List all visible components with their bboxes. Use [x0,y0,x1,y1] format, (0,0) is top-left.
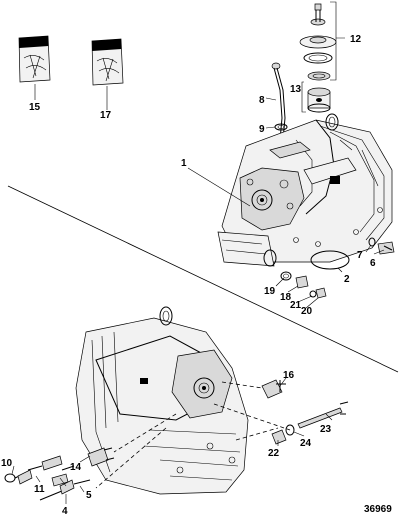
callout-13-bracket [301,81,306,113]
callout-6: 6 [370,258,376,269]
callout-11: 11 [34,484,45,495]
fitting-22 [271,429,287,445]
callout-14: 14 [70,462,82,473]
install-lines [95,381,291,489]
callout-18: 18 [280,292,292,303]
callout-21: 21 [290,300,302,311]
sealant-pouch-17 [91,38,124,86]
leader-lines [11,84,385,504]
sensor-fitting-6 [377,241,395,255]
callout-4: 4 [62,506,68,517]
callout-24: 24 [300,438,312,449]
callout-9: 9 [259,124,265,135]
callout-10: 10 [1,458,13,469]
washer-7 [368,237,376,247]
callout-16: 16 [283,370,295,381]
callout-15: 15 [29,102,41,113]
callout-7: 7 [357,250,363,261]
sensor-16 [261,379,286,399]
sealant-pouch-15 [18,35,51,83]
fitting-group-18-21 [280,271,327,299]
section-divider-line [7,185,399,373]
callout-1: 1 [181,158,187,169]
callout-17: 17 [100,110,112,121]
callout-19: 19 [264,286,276,297]
probe-23 [297,401,349,429]
transmission-lower [75,306,249,495]
figure-number: 36969 [364,504,392,515]
callout-12: 12 [350,34,362,45]
washer-24 [285,424,295,436]
callout-2: 2 [344,274,350,285]
sensor-14 [87,447,115,467]
callout-20: 20 [301,306,313,317]
cable-assembly [4,455,91,501]
callout-13: 13 [290,84,302,95]
breather-stack [299,3,337,113]
callout-22: 22 [268,448,280,459]
callout-8: 8 [259,95,265,106]
callout-12-bracket [330,1,345,81]
callout-23: 23 [320,424,332,435]
callout-5: 5 [86,490,92,501]
transmission-upper [217,113,393,267]
o-ring [310,250,350,270]
